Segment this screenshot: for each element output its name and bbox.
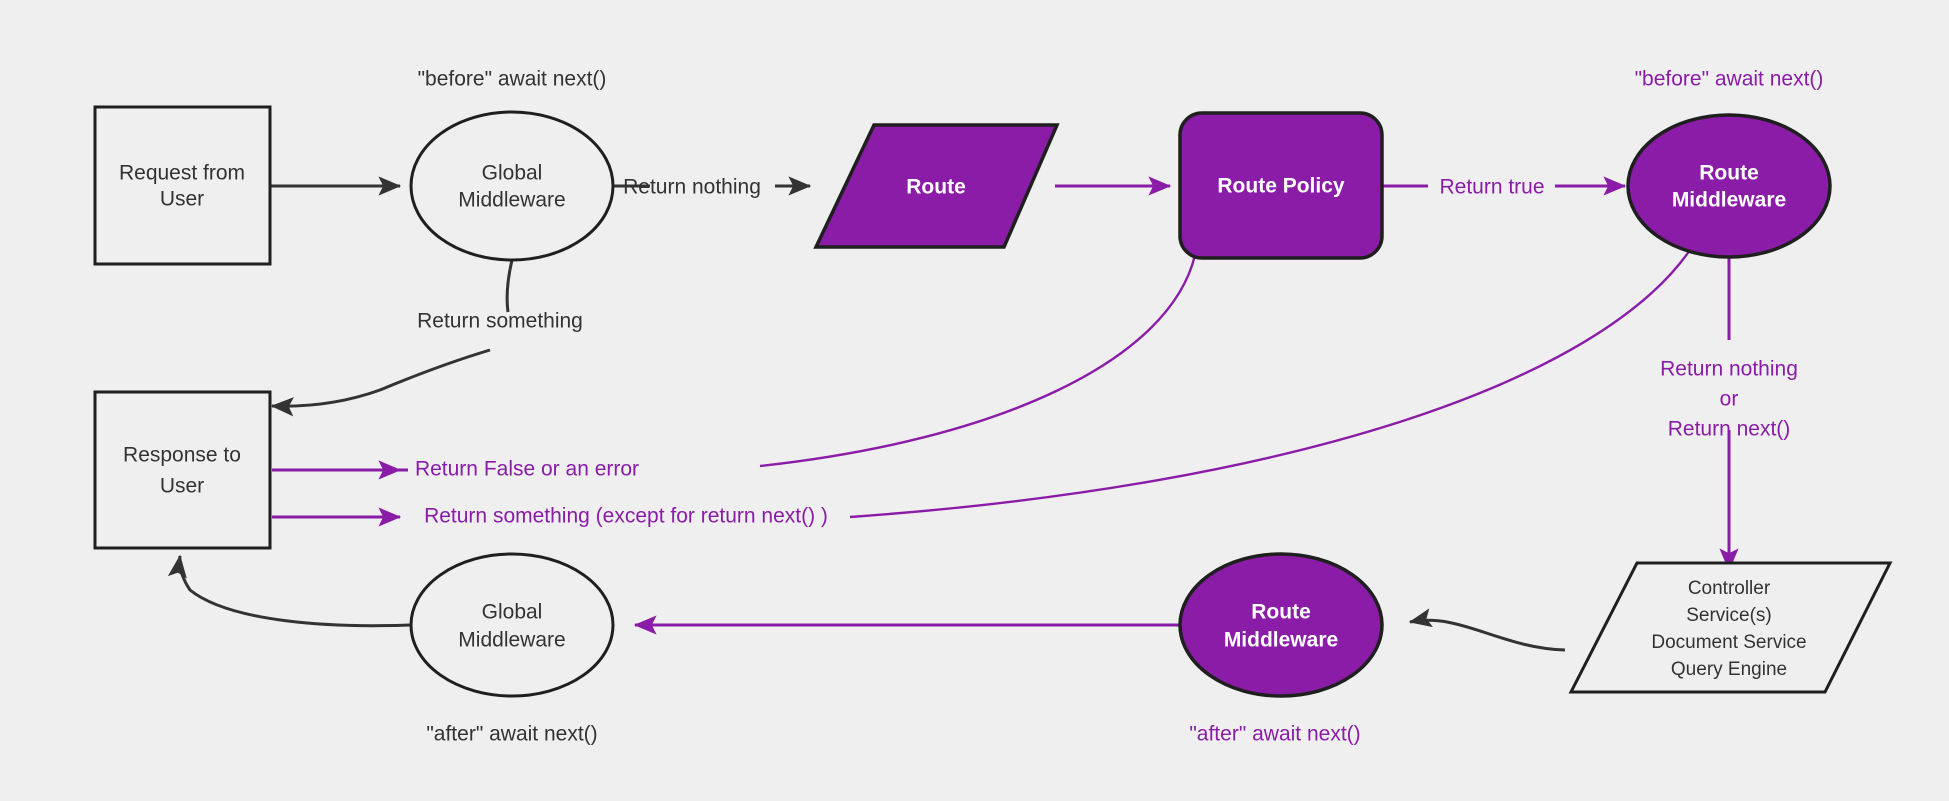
route-middleware-top-shape: [1626, 113, 1832, 259]
route-middleware-top-label-line2: Middleware: [1672, 189, 1786, 212]
response-to-user-label-line2: User: [160, 475, 204, 498]
edge-return-something-to-response: [270, 348, 491, 417]
node-global-middleware-bottom[interactable]: Global Middleware: [409, 552, 615, 698]
route-middleware-bottom-label-line1: Route: [1251, 601, 1311, 624]
route-middleware-bottom-label-line2: Middleware: [1224, 629, 1338, 652]
node-route-middleware-top[interactable]: Route Middleware: [1626, 113, 1832, 259]
edge-label-or: or: [1720, 388, 1739, 411]
edge-label-return-nothing-mw: Return nothing: [1660, 358, 1798, 381]
node-route-middleware-bottom[interactable]: Route Middleware: [1178, 552, 1384, 698]
edge-controller-to-route-middleware-bottom: [1408, 608, 1566, 652]
annotation-after-await-next-route: "after" await next(): [1189, 723, 1360, 746]
route-label: Route: [906, 176, 966, 199]
route-shape: [813, 123, 1060, 249]
node-route[interactable]: Route: [813, 123, 1060, 249]
route-policy-label: Route Policy: [1217, 175, 1345, 198]
controller-services-shape: [1568, 561, 1893, 694]
request-from-user-label-line2: User: [160, 188, 204, 211]
global-middleware-top-label-line1: Global: [482, 162, 543, 185]
response-to-user-label-line1: Response to: [123, 444, 241, 467]
node-global-middleware-top[interactable]: Global Middleware: [409, 110, 615, 262]
response-to-user-shape: [93, 390, 272, 550]
route-policy-shape: [1178, 111, 1384, 260]
edge-label-return-true: Return true: [1439, 176, 1544, 199]
node-controller-services[interactable]: Controller Service(s) Document Service Q…: [1568, 561, 1893, 694]
edge-label-return-something-except: Return something (except for return next…: [424, 505, 828, 528]
annotation-after-await-next-global: "after" await next(): [426, 723, 597, 746]
edge-global-middleware-bottom-to-response: [167, 554, 411, 628]
edge-route-policy-to-return-false: [759, 254, 1197, 468]
edge-route-middleware-to-return-something-except: [849, 249, 1691, 519]
request-from-user-shape: [93, 105, 272, 266]
controller-services-label-line4: Query Engine: [1671, 659, 1787, 680]
global-middleware-bottom-label-line1: Global: [482, 601, 543, 624]
node-route-policy[interactable]: Route Policy: [1178, 111, 1384, 260]
global-middleware-bottom-label-line2: Middleware: [458, 629, 565, 652]
edge-label-return-nothing-global: Return nothing: [623, 176, 761, 199]
edge-label-return-false-or-error: Return False or an error: [415, 458, 639, 481]
route-middleware-top-label-line1: Route: [1699, 162, 1759, 185]
controller-services-label-line1: Controller: [1688, 578, 1771, 599]
edge-label-return-something-global: Return something: [417, 310, 583, 333]
request-from-user-label-line1: Request from: [119, 162, 245, 185]
controller-services-label-line3: Document Service: [1651, 632, 1806, 653]
global-middleware-bottom-shape: [409, 552, 615, 698]
global-middleware-top-label-line2: Middleware: [458, 189, 565, 212]
annotation-before-await-next-global: "before" await next(): [418, 68, 607, 91]
node-request-from-user[interactable]: Request from User: [93, 105, 272, 266]
edge-global-middleware-return-something-stub: [505, 259, 514, 313]
global-middleware-top-shape: [409, 110, 615, 262]
route-middleware-bottom-shape: [1178, 552, 1384, 698]
controller-services-label-line2: Service(s): [1686, 605, 1772, 626]
node-response-to-user[interactable]: Response to User: [93, 390, 272, 550]
edge-label-return-next-mw: Return next(): [1668, 418, 1791, 441]
annotation-before-await-next-route: "before" await next(): [1635, 68, 1824, 91]
